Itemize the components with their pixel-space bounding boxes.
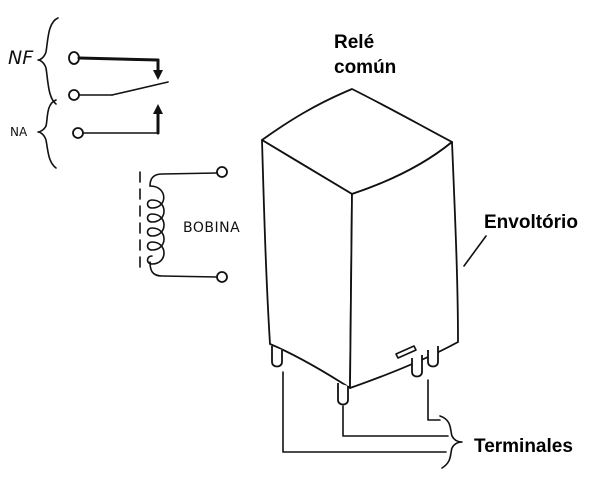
na-label: NA xyxy=(10,125,28,139)
terminal-leader-3 xyxy=(427,379,441,421)
na-arrow-head xyxy=(153,104,163,114)
rele-label-line2: común xyxy=(334,57,396,78)
terminales-brace xyxy=(439,415,463,469)
pin-2 xyxy=(337,383,349,406)
coil-terminal-bottom xyxy=(216,271,228,283)
pin-3 xyxy=(411,355,423,378)
envoltorio-label: Envoltório xyxy=(484,212,578,233)
nf-arrow-head xyxy=(153,70,163,80)
na-terminal xyxy=(72,127,84,139)
coil-lead-top xyxy=(149,172,218,187)
envoltorio-leader xyxy=(463,235,487,267)
relay-slot xyxy=(395,345,417,359)
coil-windings xyxy=(146,185,165,265)
contact-symbol: NF NA xyxy=(8,17,169,169)
terminal-leader-2 xyxy=(342,405,449,437)
moving-contact xyxy=(111,81,169,96)
na-brace xyxy=(37,99,57,169)
relay-body xyxy=(261,88,487,469)
terminal-leader-1 xyxy=(282,371,447,453)
pin-1 xyxy=(271,346,283,368)
common-terminal xyxy=(68,89,80,101)
coil-lead-bottom xyxy=(149,261,218,278)
bobina-label: BOBINA xyxy=(183,220,240,236)
nf-label: NF xyxy=(8,47,34,69)
relay-left-face xyxy=(261,139,353,389)
nf-wire xyxy=(77,56,160,62)
terminales-label: Terminales xyxy=(474,436,573,457)
relay-right-face xyxy=(349,141,459,389)
coil-symbol: BOBINA xyxy=(139,166,240,283)
nf-brace xyxy=(37,17,59,105)
relay-pins xyxy=(271,346,439,406)
coil-terminal-top xyxy=(216,166,228,178)
pin-4 xyxy=(427,346,439,368)
rele-label-line1: Relé xyxy=(334,32,374,53)
